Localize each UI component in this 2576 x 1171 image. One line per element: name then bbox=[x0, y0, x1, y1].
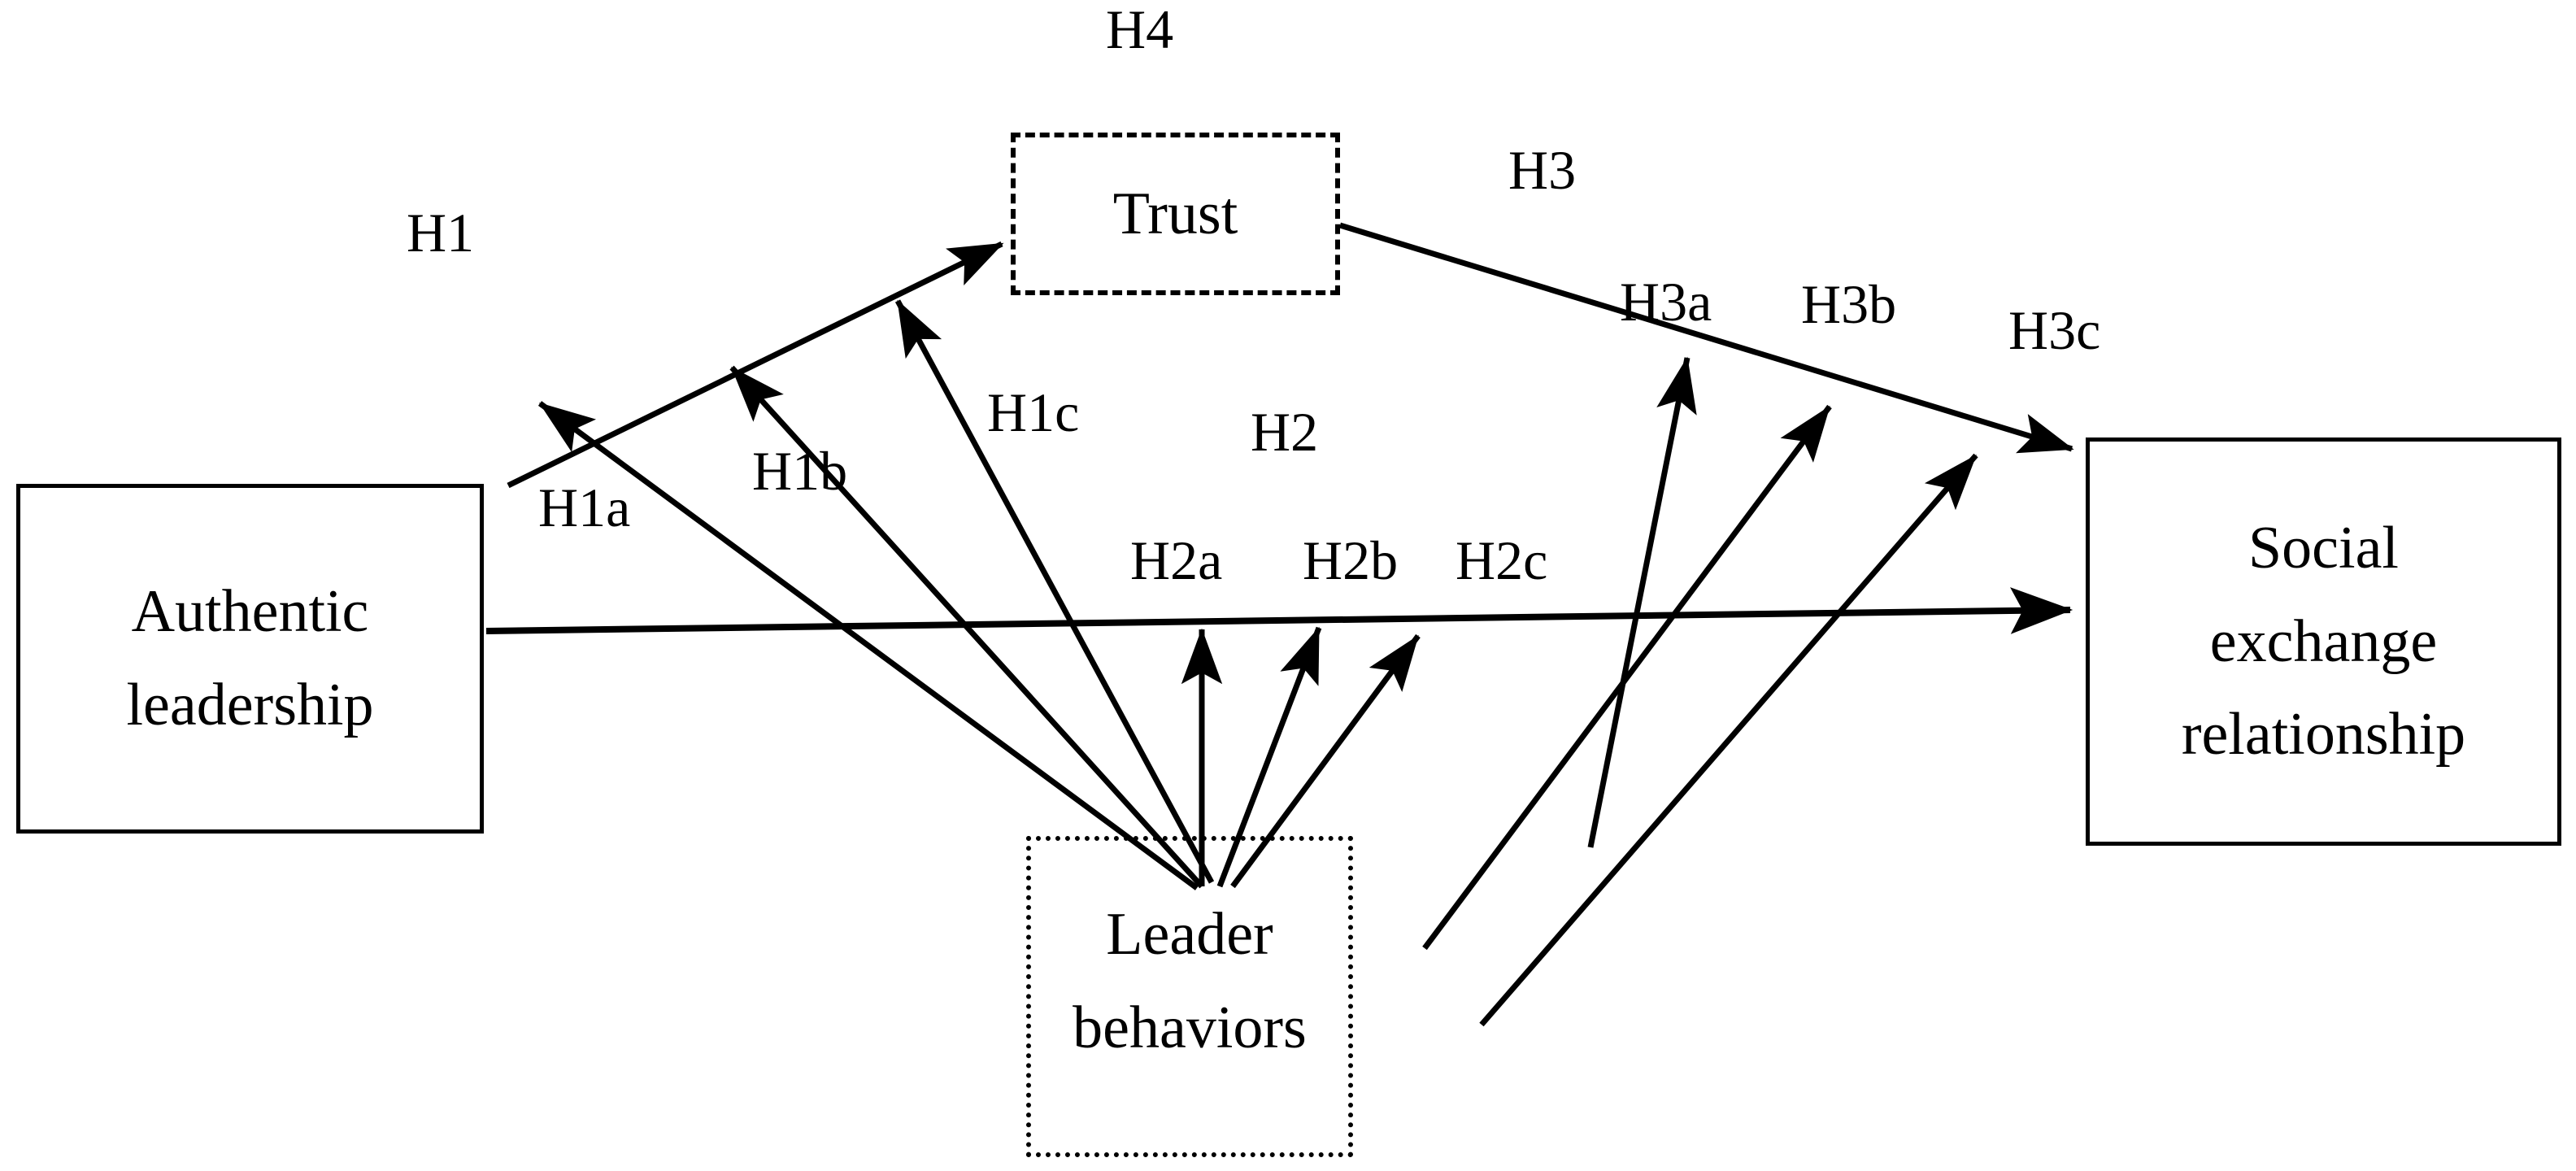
label-h3c: H3c bbox=[2008, 299, 2101, 361]
node-social-exchange-relationship-line-3: relationship bbox=[2181, 701, 2466, 768]
edge-h3 bbox=[1338, 222, 2074, 454]
node-authentic-leadership-line-2: leadership bbox=[126, 672, 374, 738]
label-h2: H2 bbox=[1251, 401, 1319, 463]
edge-h2c bbox=[1230, 633, 1421, 889]
label-h2c: H2c bbox=[1456, 529, 1548, 591]
edge-h3a bbox=[1587, 356, 1697, 848]
edge-h3c bbox=[1479, 453, 1978, 1027]
label-h4: H4 bbox=[1106, 0, 1174, 60]
label-h3b: H3b bbox=[1801, 273, 1897, 335]
edge-h1c bbox=[894, 299, 1215, 884]
node-trust[interactable]: Trust bbox=[1011, 133, 1340, 295]
node-social-exchange-relationship[interactable]: Social exchange relationship bbox=[2086, 437, 2561, 846]
label-h3a: H3a bbox=[1620, 271, 1712, 333]
edge-h2 bbox=[485, 587, 2073, 634]
node-authentic-leadership[interactable]: Authentic leadership bbox=[16, 484, 484, 834]
node-leader-behaviors-line-2: behaviors bbox=[1073, 994, 1307, 1061]
label-h3: H3 bbox=[1508, 139, 1577, 201]
node-trust-line-1: Trust bbox=[1112, 180, 1238, 247]
edge-h1a bbox=[537, 401, 1199, 890]
node-leader-behaviors[interactable]: Leader behaviors bbox=[1026, 836, 1353, 1157]
node-social-exchange-relationship-line-1: Social bbox=[2248, 514, 2399, 581]
edge-h3b bbox=[1422, 404, 1832, 951]
label-h1b: H1b bbox=[752, 440, 848, 502]
label-h1c: H1c bbox=[987, 381, 1080, 443]
label-h2b: H2b bbox=[1303, 529, 1399, 591]
label-h2a: H2a bbox=[1130, 529, 1223, 591]
edge-h2b bbox=[1216, 626, 1322, 888]
node-social-exchange-relationship-line-2: exchange bbox=[2209, 607, 2438, 675]
node-leader-behaviors-line-1: Leader bbox=[1106, 901, 1273, 968]
edge-h1b bbox=[729, 365, 1204, 889]
label-h1: H1 bbox=[407, 202, 475, 263]
node-authentic-leadership-line-1: Authentic bbox=[131, 578, 369, 646]
label-h1a: H1a bbox=[538, 477, 631, 538]
